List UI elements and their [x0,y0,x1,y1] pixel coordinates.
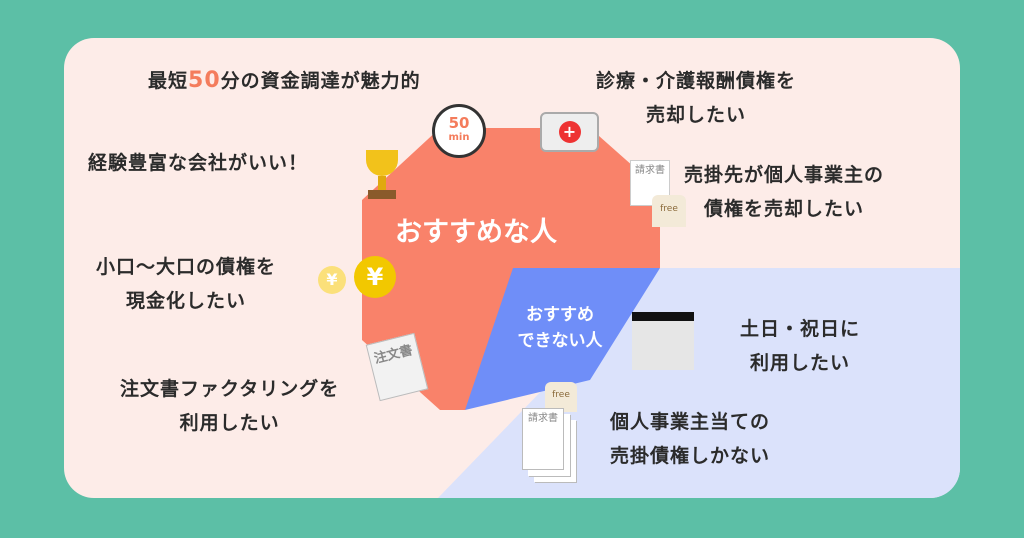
not-reason-sole-only: 個人事業主当ての売掛債権しかない [610,405,770,473]
not-reason-weekend: 土日・祝日に利用したい [740,312,860,380]
reason-medical: 診療・介護報酬債権を売却したい [596,64,796,132]
text: 土日・祝日に [740,318,861,340]
not-recommended-label: おすすめ できない人 [505,302,615,354]
yen-coin-small-icon: ¥ [318,266,346,294]
text: 売掛先が個人事業主の [684,164,885,186]
recommended-label: おすすめな人 [395,217,557,248]
text: 注文書ファクタリングを [120,378,340,400]
reason-experienced: 経験豊富な会社がいい！ [88,146,308,180]
label-line: できない人 [517,331,603,351]
highlight-number: 50 [188,68,221,93]
text: 売却したい [646,104,747,126]
text: 現金化したい [126,290,247,312]
reason-sole-proprietor: 売掛先が個人事業主の債権を売却したい [684,158,884,226]
reason-small-large: 小口〜大口の債権を現金化したい [96,250,276,318]
text: 経験豊富な会社がいい！ [88,152,309,174]
reason-order-factoring: 注文書ファクタリングを利用したい [120,372,339,440]
timer-unit: min [448,132,470,143]
text: 診療・介護報酬債権を [596,70,797,92]
timer-number: 50 [448,114,470,132]
invoice-stack-icon: 請求書 [522,408,564,470]
yen-coin-icon: ¥ [354,256,396,298]
trophy-icon [360,150,404,204]
timer-icon: 50 min [432,104,486,158]
text: 最短 [148,70,189,92]
text: 売掛債権しかない [610,445,771,467]
not-recommended-shape [465,268,660,410]
label-line: おすすめ [526,305,594,325]
reason-fast-funding: 最短50分の資金調達が魅力的 [148,64,421,98]
text: 利用したい [179,412,280,434]
person-free-shirt-icon: free [545,382,577,412]
text: 利用したい [750,352,851,374]
text: 分の資金調達が魅力的 [220,70,421,92]
person-free-shirt-icon: free [652,195,686,227]
text: 個人事業主当ての [610,411,771,433]
calendar-icon [632,312,694,370]
not-recommended-region [438,268,960,498]
recommended-octagon [362,128,660,410]
text: 債権を売却したい [704,198,865,220]
medical-kit-icon: + [540,112,599,152]
text: 小口〜大口の債権を [96,256,277,278]
